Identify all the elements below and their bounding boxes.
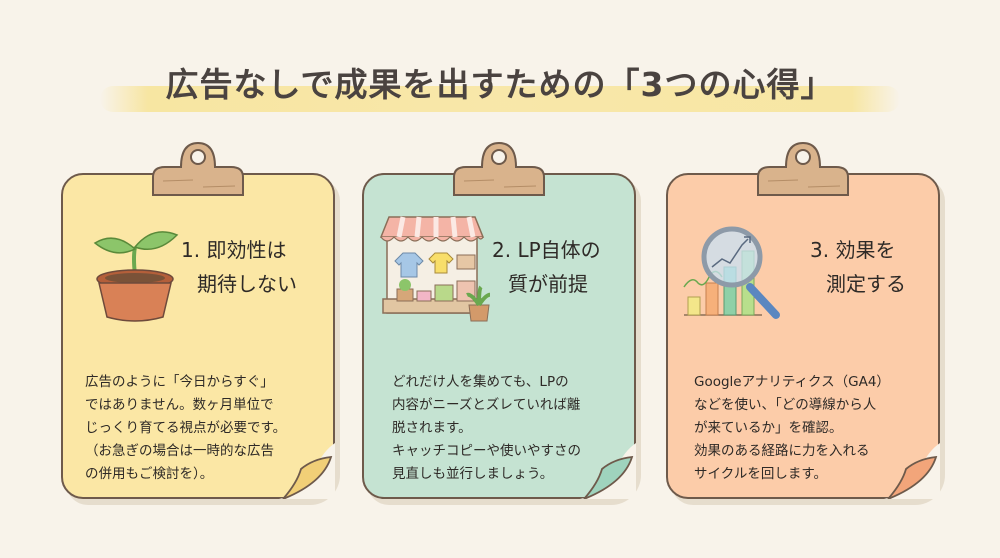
body-line: キャッチコピーや使いやすさの [392, 443, 581, 459]
clipboard-clip-icon [152, 141, 244, 196]
body-line: 内容がニーズとズレていれば離 [392, 397, 581, 413]
body-line: どれだけ人を集めても、LPの [392, 374, 569, 390]
page-curl-icon [884, 443, 940, 499]
tip-title-line1: 2. LP自体の [492, 238, 601, 262]
page-curl-icon [580, 443, 636, 499]
tip-title-1: 1. 即効性は 期待しない [181, 233, 331, 301]
potted-sprout-icon [93, 231, 179, 322]
title-highlight-band [100, 86, 900, 112]
body-line: （お急ぎの場合は一時的な広告 [85, 443, 274, 459]
tip-body-3: Googleアナリティクス（GA4） などを使い、「どの導線から人 が来ているか… [694, 371, 934, 486]
body-line: Googleアナリティクス（GA4） [694, 374, 890, 390]
tip-body-1: 広告のように「今日からすぐ」 ではありません。数ヶ月単位で じっくり育てる視点が… [85, 371, 325, 486]
body-line: じっくり育てる視点が必要です。 [85, 420, 287, 436]
body-line: 見直しも並行しましょう。 [392, 466, 554, 482]
page-header: 広告なしで成果を出すための「3つの心得」 [0, 52, 1000, 112]
tip-title-line2: 質が前提 [508, 272, 588, 296]
tip-card-1: 1. 即効性は 期待しない 広告のように「今日からすぐ」 ではありません。数ヶ月… [61, 141, 335, 499]
page-title: 広告なしで成果を出すための「3つの心得」 [165, 65, 835, 104]
magnifier-chart-icon [683, 226, 780, 319]
tip-title-3: 3. 効果を 測定する [810, 233, 960, 301]
tip-card-3: 3. 効果を 測定する Googleアナリティクス（GA4） などを使い、「どの… [666, 141, 940, 499]
clipboard-clip-icon [757, 141, 849, 196]
clipboard-clip-icon [453, 141, 545, 196]
storefront-icon [379, 216, 490, 322]
body-line: 広告のように「今日からすぐ」 [85, 374, 274, 390]
body-line: などを使い、「どの導線から人 [694, 397, 877, 413]
tip-card-2: 2. LP自体の 質が前提 どれだけ人を集めても、LPの 内容がニーズとズレてい… [362, 141, 636, 499]
tip-title-line2: 期待しない [197, 272, 297, 296]
body-line: が来ているか」を確認。 [694, 420, 843, 436]
body-line: の併用もご検討を）。 [85, 466, 214, 482]
body-line: 脱されます。 [392, 420, 472, 436]
tip-title-line2: 測定する [826, 272, 906, 296]
tip-body-2: どれだけ人を集めても、LPの 内容がニーズとズレていれば離 脱されます。 キャッ… [392, 371, 632, 486]
body-line: 効果のある経路に力を入れる [694, 443, 870, 459]
page-curl-icon [279, 443, 335, 499]
tip-title-line1: 1. 即効性は [181, 238, 287, 262]
tip-title-line1: 3. 効果を [810, 238, 896, 262]
tip-title-2: 2. LP自体の 質が前提 [492, 233, 642, 301]
body-line: サイクルを回します。 [694, 466, 827, 482]
body-line: ではありません。数ヶ月単位で [85, 397, 274, 413]
